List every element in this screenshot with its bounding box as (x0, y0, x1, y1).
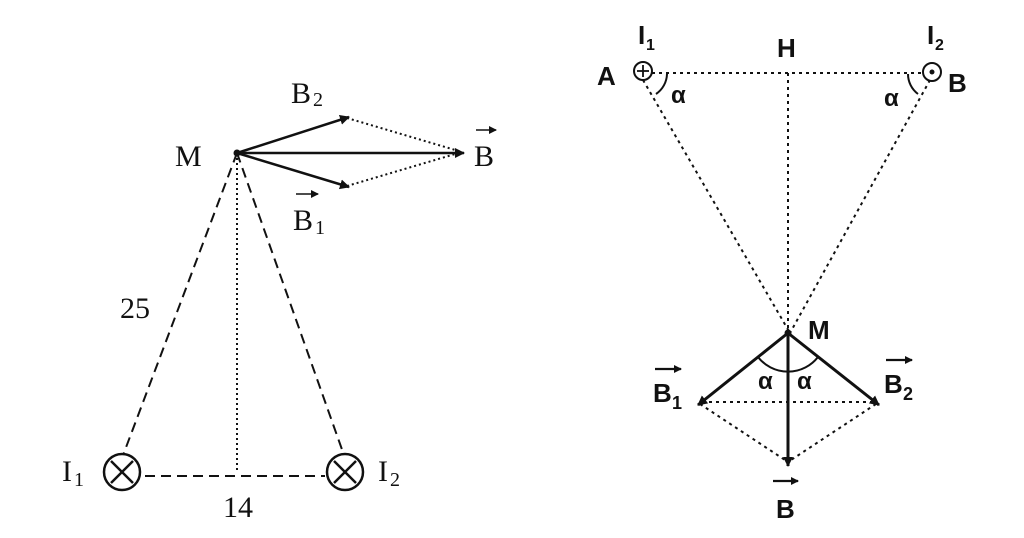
svg-text:2: 2 (390, 469, 400, 491)
left-side-line-1 (121, 152, 238, 459)
wire-1-out-of-page-symbol (633, 61, 653, 81)
point-m-label-right: M (808, 315, 830, 345)
left-figure: M B 2 B B 1 25 14 I 1 I 2 (62, 77, 497, 524)
angle-arc-a (655, 73, 668, 95)
wire-2-label: I 2 (378, 455, 400, 491)
right-side-line-b (789, 79, 931, 334)
vector-b1-arrow-right (697, 331, 789, 407)
vector-b1-arrow (236, 151, 350, 190)
svg-text:I: I (927, 20, 934, 50)
svg-text:1: 1 (74, 469, 84, 491)
vector-b2-arrow (236, 114, 350, 155)
wire-2-out-of-page-symbol (922, 62, 942, 82)
left-parallelogram-dotted-bottom (346, 151, 463, 187)
angle-arc-b (907, 73, 919, 95)
wire-2-label-right: I 2 (927, 20, 944, 54)
angle-arc-m (757, 356, 819, 373)
vector-b2-label: B 2 (291, 77, 323, 111)
right-side-line-a (642, 79, 791, 334)
svg-text:B: B (293, 204, 313, 237)
svg-text:2: 2 (313, 89, 323, 111)
wire-1-label: I 1 (62, 455, 84, 491)
svg-text:I: I (378, 455, 388, 488)
svg-text:B: B (653, 378, 672, 408)
vector-b-label-right: B (773, 477, 799, 524)
base-length-label: 14 (223, 491, 253, 524)
point-a-label: A (597, 61, 616, 91)
vector-b2-arrow-right (787, 331, 880, 407)
svg-text:2: 2 (935, 37, 944, 54)
angle-alpha-label-m-left: α (758, 368, 773, 395)
angle-alpha-label-a: α (671, 82, 686, 109)
svg-text:1: 1 (672, 393, 682, 413)
svg-text:2: 2 (903, 384, 913, 404)
svg-text:B: B (291, 77, 311, 110)
point-h-label: H (777, 33, 796, 63)
left-parallelogram-dotted-top (346, 117, 463, 153)
wire-1-label-right: I 1 (638, 20, 655, 54)
right-figure: I 1 H I 2 A B α α M α α B 1 B 2 B (597, 20, 967, 524)
point-m-dot (233, 149, 241, 157)
svg-text:1: 1 (646, 37, 655, 54)
wire-1-into-page-symbol (102, 452, 142, 492)
vector-b1-label: B 1 (293, 190, 325, 239)
point-b-label: B (948, 68, 967, 98)
point-m-dot-right (784, 329, 792, 337)
vector-b1-label-right: B 1 (653, 365, 682, 413)
rhombus-dotted-left (699, 403, 789, 463)
wire-2-into-page-symbol (325, 452, 365, 492)
svg-text:I: I (638, 20, 645, 50)
svg-text:B: B (776, 494, 795, 524)
side-length-label: 25 (120, 292, 150, 325)
svg-text:B: B (474, 140, 494, 173)
svg-text:B: B (884, 369, 903, 399)
svg-text:1: 1 (315, 217, 325, 239)
vector-b2-label-right: B 2 (884, 356, 913, 404)
svg-text:I: I (62, 455, 72, 488)
vector-b-label: B (474, 126, 497, 173)
rhombus-dotted-right (787, 403, 877, 463)
angle-alpha-label-m-right: α (797, 368, 812, 395)
left-side-line-2 (236, 152, 346, 459)
point-m-label: M (175, 140, 202, 173)
angle-alpha-label-b: α (884, 85, 899, 112)
